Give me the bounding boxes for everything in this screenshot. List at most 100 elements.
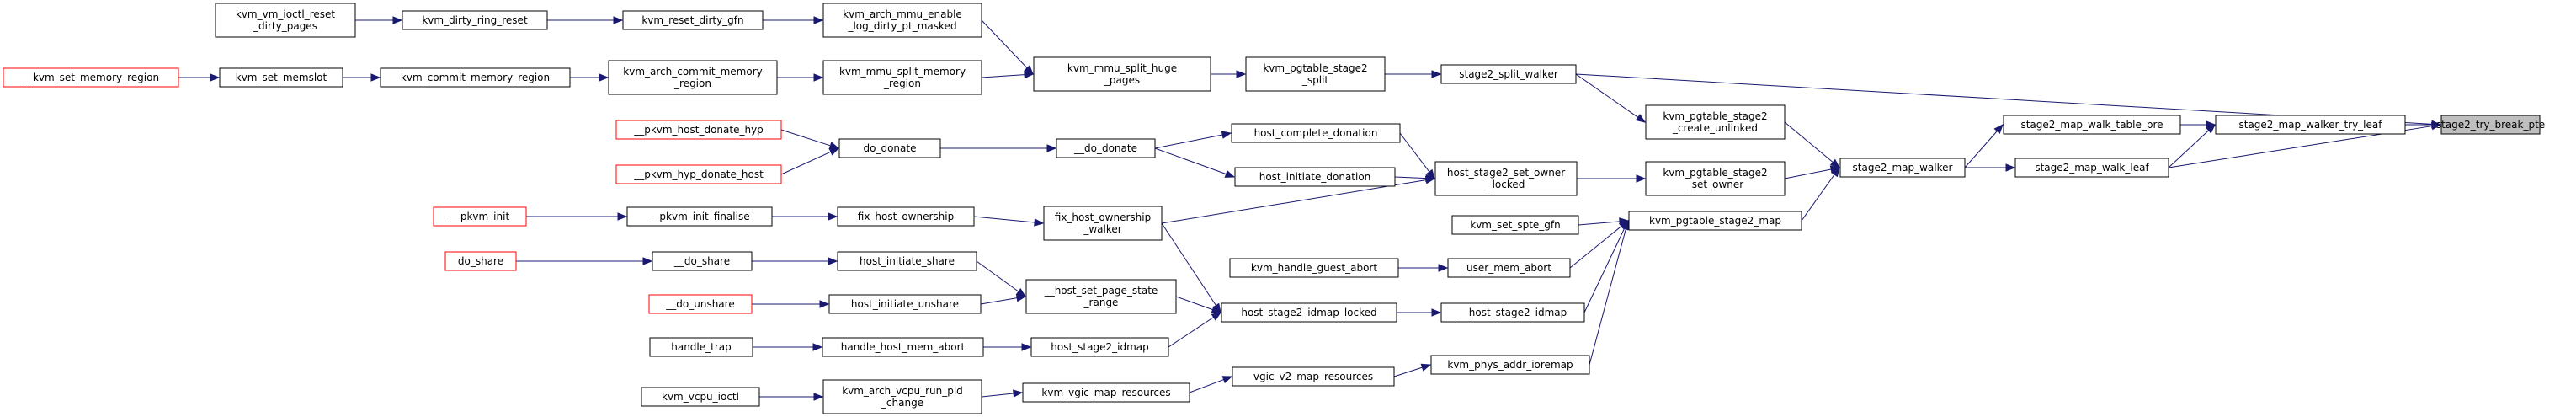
node-kvm-pgtable-stage2-set-owner[interactable]: kvm_pgtable_stage2_set_owner [1645, 161, 1786, 196]
edge-pkvm-init-to-pkvm-init-finalise [526, 212, 628, 221]
edge-kvm-vm-ioctl-reset-dirty-pages-to-kvm-dirty-ring-reset [355, 16, 403, 24]
node-kvm-set-spte-gfn[interactable]: kvm_set_spte_gfn [1451, 215, 1579, 235]
node-host-stage2-set-owner-locked[interactable]: host_stage2_set_owner_locked [1434, 161, 1578, 196]
arrowhead-icon [1424, 176, 1436, 184]
node-pkvm-hyp-donate-host[interactable]: __pkvm_hyp_donate_host [615, 164, 782, 184]
node-host-stage2-idmap[interactable]: __host_stage2_idmap [1440, 302, 1585, 323]
node-pkvm-init-finalise[interactable]: __pkvm_init_finalise [626, 206, 773, 227]
node-label: fix_host_ownership [1055, 211, 1151, 223]
node-kvm-dirty-ring-reset[interactable]: kvm_dirty_ring_reset [402, 10, 548, 30]
node-stage2-map-walker[interactable]: stage2_map_walker [1839, 158, 1966, 178]
arrowhead-icon [1993, 123, 2004, 135]
node-kvm-arch-vcpu-run-pid-change[interactable]: kvm_arch_vcpu_run_pid_change [822, 379, 982, 414]
node-kvm-pgtable-stage2-split[interactable]: kvm_pgtable_stage2_split [1245, 56, 1386, 92]
arrowhead-icon [2005, 163, 2016, 172]
node-do-share[interactable]: __do_share [652, 251, 753, 271]
node-box [2215, 115, 2406, 135]
node-handle-trap[interactable]: handle_trap [649, 337, 753, 357]
node-box [828, 294, 982, 314]
arrowhead-icon [813, 393, 824, 401]
edge-line [981, 74, 1025, 78]
edge-host-stage2-idmap-locked-to-host-stage2-idmap [1397, 308, 1442, 317]
node-kvm-handle-guest-abort[interactable]: kvm_handle_guest_abort [1229, 258, 1399, 278]
node-stage2-map-walk-table-pre[interactable]: stage2_map_walk_table_pre [2003, 115, 2181, 135]
node-do-share[interactable]: do_share [444, 251, 517, 271]
node-user-mem-abort[interactable]: user_mem_abort [1447, 258, 1571, 278]
arrowhead-icon [1431, 308, 1442, 317]
node-kvm-set-memory-region[interactable]: __kvm_set_memory_region [3, 67, 179, 88]
node-pkvm-init[interactable]: __pkvm_init [433, 206, 527, 227]
node-box [2440, 115, 2541, 135]
arrowhead-icon [1021, 343, 1032, 351]
node-box [2003, 115, 2181, 135]
node-host-stage2-idmap[interactable]: host_stage2_idmap [1030, 337, 1169, 357]
node-label: stage2_map_walker_try_leaf [2239, 119, 2383, 131]
node-kvm-arch-commit-memory-region[interactable]: kvm_arch_commit_memory_region [608, 60, 778, 95]
arrowhead-icon [813, 73, 824, 82]
edge-line [1589, 228, 1626, 366]
edge-line [976, 260, 1019, 292]
edge-line [1168, 317, 1214, 348]
node-stage2-split-walker[interactable]: stage2_split_walker [1440, 64, 1577, 84]
node-kvm-mmu-split-huge-pages[interactable]: kvm_mmu_split_huge_pages [1033, 56, 1211, 92]
node-handle-host-mem-abort[interactable]: handle_host_mem_abort [822, 337, 984, 357]
edge-kvm-set-memory-region-to-kvm-set-memslot [178, 73, 221, 82]
node-label: kvm_reset_dirty_gfn [641, 14, 743, 26]
node-do-donate[interactable]: do_donate [838, 138, 941, 158]
edge-line [1161, 179, 1427, 224]
edge-line [780, 151, 832, 175]
node-vgic-v2-map-resources[interactable]: vgic_v2_map_resources [1232, 366, 1395, 387]
node-host-stage2-idmap-locked[interactable]: host_stage2_idmap_locked [1221, 302, 1397, 323]
node-stage2-try-break-pte[interactable]: stage2_try_break_pte [2436, 115, 2545, 135]
node-pkvm-host-donate-hyp[interactable]: __pkvm_host_donate_hyp [615, 120, 782, 140]
node-label: stage2_map_walk_table_pre [2020, 119, 2163, 131]
node-do-donate[interactable]: __do_donate [1056, 138, 1156, 158]
arrowhead-icon [392, 16, 403, 24]
node-host-initiate-share[interactable]: host_initiate_share [837, 251, 977, 271]
node-label: kvm_commit_memory_region [401, 72, 550, 83]
arrowhead-icon [1015, 294, 1027, 302]
arrowhead-icon [1431, 70, 1442, 78]
arrowhead-icon [813, 16, 824, 24]
node-kvm-mmu-split-memory-region[interactable]: kvm_mmu_split_memory_region [822, 60, 982, 95]
node-kvm-vgic-map-resources[interactable]: kvm_vgic_map_resources [1022, 382, 1190, 403]
node-box [380, 67, 571, 88]
node-kvm-phys-addr-ioremap[interactable]: kvm_phys_addr_ioremap [1430, 355, 1590, 375]
edge-line [980, 297, 1018, 305]
node-kvm-pgtable-stage2-create-unlinked[interactable]: kvm_pgtable_stage2_create_unlinked [1645, 104, 1786, 140]
edge-line [973, 216, 1035, 223]
arrowhead-icon [1224, 169, 1236, 178]
node-kvm-set-memslot[interactable]: kvm_set_memslot [219, 67, 343, 88]
node-host-complete-donation[interactable]: host_complete_donation [1231, 123, 1401, 143]
node-kvm-vm-ioctl-reset-dirty-pages[interactable]: kvm_vm_ioctl_reset_dirty_pages [215, 3, 356, 38]
node-do-unshare[interactable]: __do_unshare [648, 294, 753, 314]
edge-do-donate-to-host-initiate-donation [1154, 147, 1236, 178]
node-host-set-page-state-range[interactable]: __host_set_page_state_range [1025, 279, 1177, 314]
node-label: __host_stage2_idmap [1458, 307, 1567, 318]
edge-pkvm-hyp-donate-host-to-do-donate [780, 147, 840, 175]
arrowhead-icon [2430, 121, 2442, 131]
node-kvm-arch-mmu-enable-log-dirty-pt-masked[interactable]: kvm_arch_mmu_enable_log_dirty_pt_masked [822, 3, 982, 38]
node-stage2-map-walker-try-leaf[interactable]: stage2_map_walker_try_leaf [2215, 115, 2406, 135]
node-kvm-reset-dirty-gfn[interactable]: kvm_reset_dirty_gfn [622, 10, 764, 30]
node-fix-host-ownership-walker[interactable]: fix_host_ownership_walker [1043, 206, 1163, 241]
node-label: __pkvm_init [450, 211, 510, 222]
node-kvm-commit-memory-region[interactable]: kvm_commit_memory_region [380, 67, 571, 88]
node-kvm-pgtable-stage2-map[interactable]: kvm_pgtable_stage2_map [1628, 211, 1802, 231]
node-label: __pkvm_host_donate_hyp [633, 124, 764, 136]
node-stage2-map-walk-leaf[interactable]: stage2_map_walk_leaf [2014, 158, 2169, 178]
node-host-initiate-unshare[interactable]: host_initiate_unshare [828, 294, 982, 314]
node-box [1022, 382, 1190, 403]
node-box [822, 3, 982, 38]
node-box [1645, 161, 1786, 196]
arrowhead-icon [1034, 218, 1045, 227]
node-fix-host-ownership[interactable]: fix_host_ownership [837, 206, 975, 227]
node-label: _locked [1487, 179, 1525, 190]
edge-fix-host-ownership-to-fix-host-ownership-walker [973, 216, 1045, 227]
node-kvm-vcpu-ioctl[interactable]: kvm_vcpu_ioctl [641, 387, 760, 407]
arrowhead-icon [599, 73, 609, 82]
arrowhead-icon [1046, 144, 1057, 152]
node-box [1245, 56, 1386, 92]
node-host-initiate-donation[interactable]: host_initiate_donation [1234, 167, 1396, 187]
arrowhead-icon [828, 212, 838, 221]
